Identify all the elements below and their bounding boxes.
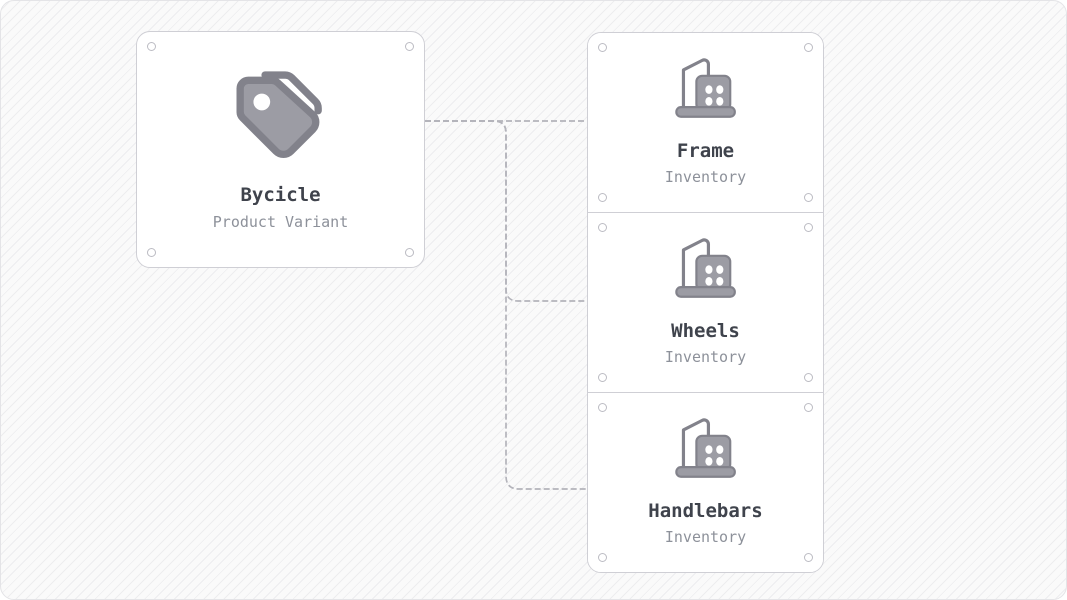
factory-icon [674, 418, 736, 478]
edge-product-handlebars[interactable] [425, 120, 587, 490]
node-title: Handlebars [648, 500, 763, 522]
connection-handle[interactable] [804, 403, 813, 412]
node-product-variant[interactable]: Bycicle Product Variant [136, 31, 425, 268]
connection-handle[interactable] [804, 553, 813, 562]
node-subtitle: Inventory [664, 347, 747, 366]
node-inventory-frame[interactable]: Frame Inventory [588, 33, 823, 212]
node-title: Bycicle [240, 184, 321, 206]
node-subtitle: Product Variant [212, 212, 349, 231]
node-title: Wheels [671, 320, 740, 342]
connection-handle[interactable] [598, 43, 607, 52]
connection-handle[interactable] [147, 248, 156, 257]
connection-handle[interactable] [804, 373, 813, 382]
connection-handle[interactable] [405, 42, 414, 51]
connection-handle[interactable] [598, 223, 607, 232]
connection-handle[interactable] [598, 553, 607, 562]
connection-handle[interactable] [804, 193, 813, 202]
node-subtitle: Inventory [664, 167, 747, 186]
node-inventory-handlebars[interactable]: Handlebars Inventory [588, 392, 823, 572]
inventory-node-group: Frame Inventory Wheels Inventory [587, 32, 824, 573]
node-inventory-wheels[interactable]: Wheels Inventory [588, 212, 823, 392]
node-subtitle: Inventory [664, 527, 747, 546]
connection-handle[interactable] [598, 193, 607, 202]
tag-icon [235, 71, 322, 158]
connection-handle[interactable] [405, 248, 414, 257]
connection-handle[interactable] [147, 42, 156, 51]
connection-handle[interactable] [804, 223, 813, 232]
connection-handle[interactable] [598, 403, 607, 412]
connection-handle[interactable] [804, 43, 813, 52]
factory-icon [674, 238, 736, 298]
connection-handle[interactable] [598, 373, 607, 382]
node-title: Frame [676, 140, 735, 162]
factory-icon [674, 58, 736, 118]
